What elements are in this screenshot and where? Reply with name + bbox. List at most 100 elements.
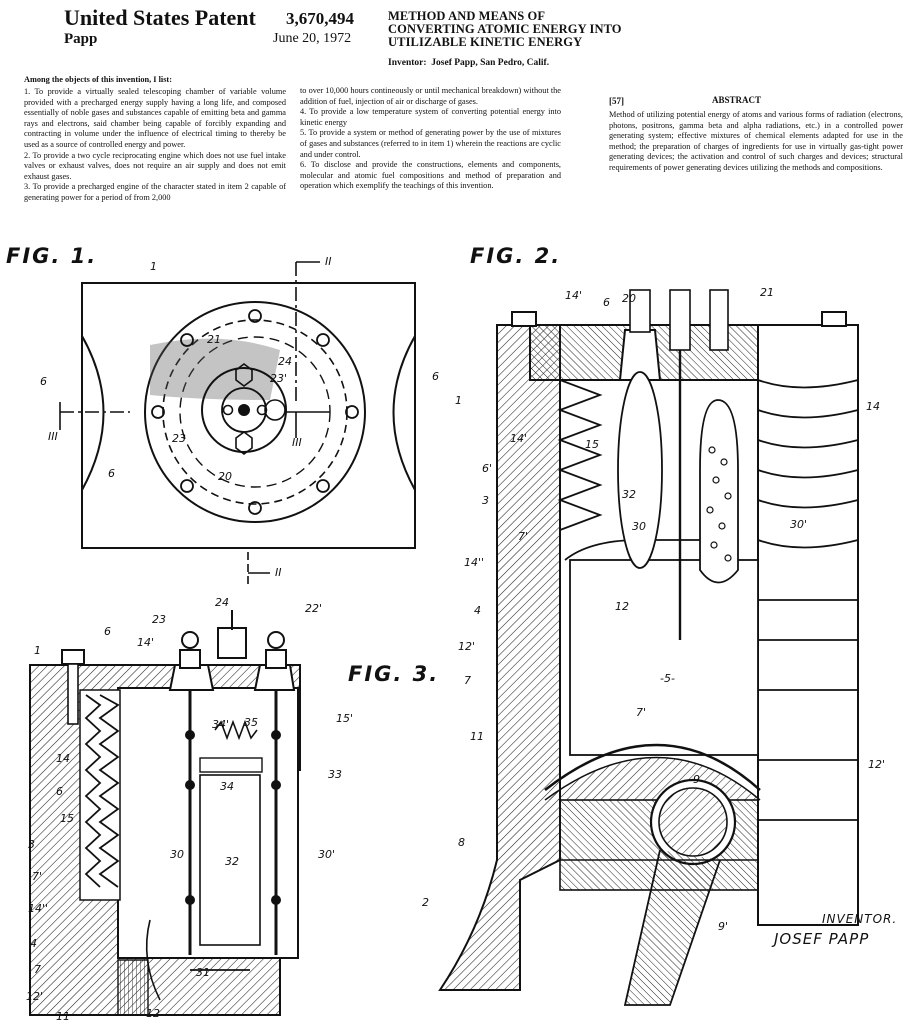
fig2-ref: 7 [464, 674, 471, 687]
fig3-ref: 22' [305, 602, 323, 615]
fig1-ref: 1 [150, 260, 157, 273]
figure-1-drawing [59, 261, 416, 585]
fig2-ref: 1 [455, 394, 462, 407]
object-item-4: 4. To provide a low temperature system o… [300, 107, 561, 127]
fig1-ref: 6 [432, 370, 439, 383]
fig2-ref: 14' [565, 289, 583, 302]
fig2-ref: 2 [422, 896, 429, 909]
fig3-ref: 35 [244, 716, 258, 729]
inventor-signature-label: INVENTOR. [822, 912, 898, 926]
fig3-ref: 3 [28, 838, 35, 851]
fig2-ref: 14' [510, 432, 528, 445]
fig3-ref: 15 [60, 812, 74, 825]
fig3-ref: 6 [56, 785, 63, 798]
fig1-ref: 23 [172, 432, 186, 445]
fig2-ref: 30' [790, 518, 808, 531]
fig2-ref: 9 [693, 773, 700, 786]
fig3-ref: 34' [212, 718, 230, 731]
fig2-outer-cylinder [757, 324, 859, 926]
fig3-ref: 30' [318, 848, 336, 861]
fig3-ref: 12 [146, 1007, 160, 1020]
fig3-ref: 30 [170, 848, 184, 861]
fig1-ref: 23' [270, 372, 288, 385]
fig2-ref: 12' [458, 640, 476, 653]
fig3-ref: 12' [26, 990, 44, 1003]
fig3-ref: 6 [104, 625, 111, 638]
fig3-ref: 33 [328, 768, 342, 781]
fig2-ref: 14 [866, 400, 880, 413]
inventor-name: Josef Papp, San Pedro, Calif. [431, 58, 550, 68]
patent-date: June 20, 1972 [273, 31, 352, 46]
fig2-ref: 32 [622, 488, 636, 501]
figure-2-title: FIG. 2. [470, 244, 562, 268]
title-line-1: METHOD AND MEANS OF [388, 9, 546, 23]
fig3-ref: 1 [34, 644, 41, 657]
fig1-bolt-holes [151, 309, 359, 515]
figure-3-drawing [29, 610, 301, 1016]
fig3-ref: 32 [225, 855, 239, 868]
document-title: United States Patent [64, 5, 256, 30]
fig1-ref: II [275, 566, 282, 579]
inventor-surname: Papp [64, 31, 98, 47]
fig3-ref: 7 [34, 963, 41, 976]
fig2-ref: 6 [603, 296, 610, 309]
invention-title: METHOD AND MEANS OF CONVERTING ATOMIC EN… [388, 10, 622, 49]
object-item-5: 5. To provide a system or method of gene… [300, 128, 561, 159]
fig2-ref: 11 [470, 730, 484, 743]
patent-number: 3,670,494 [286, 9, 354, 28]
inventor-signature-name: JOSEF PAPP [774, 930, 870, 948]
figure-2-drawing [438, 289, 859, 1006]
fig1-ref: 6 [108, 467, 115, 480]
fig3-ref: 14'' [28, 902, 49, 915]
objects-intro: Among the objects of this invention, I l… [24, 75, 172, 84]
fig1-ref: 24 [278, 355, 292, 368]
fig1-ref: III [48, 430, 58, 443]
object-item-2: 2. To provide a two cycle reciprocating … [24, 150, 286, 181]
figure-1-title: FIG. 1. [6, 244, 98, 268]
object-item-6: 6. To disclose and provide the construct… [300, 160, 561, 191]
fig3-ref: 11 [56, 1010, 70, 1023]
fig2-ref: 12' [868, 758, 886, 771]
inventor-label: Inventor: [388, 58, 427, 68]
fig2-ref: 7' [518, 530, 529, 543]
fig3-ref: 23 [152, 613, 166, 626]
fig2-ref: 21 [760, 286, 774, 299]
title-line-3: UTILIZABLE KINETIC ENERGY [388, 35, 583, 49]
fig1-ref: 6 [40, 375, 47, 388]
abstract-number: [57] [609, 96, 624, 106]
fig1-ref: 21 [207, 333, 221, 346]
fig3-ref: 31 [196, 966, 210, 979]
fig2-ref: 12 [615, 600, 629, 613]
abstract-text: Method of utilizing potential energy of … [609, 110, 903, 172]
fig1-flange-outer [144, 301, 366, 523]
fig1-ref: II [325, 255, 332, 268]
abstract-heading: ABSTRACT [712, 95, 762, 105]
object-item-3: 3. To provide a precharged engine of the… [24, 182, 286, 202]
fig3-ref: 34 [220, 780, 234, 793]
fig2-ref: 7' [636, 706, 647, 719]
fig2-cylinder-wall [438, 324, 561, 991]
fig2-ref: 3 [482, 494, 489, 507]
fig3-ref: 14 [56, 752, 70, 765]
fig2-ref: 20 [622, 292, 636, 305]
fig2-ref: 9' [718, 920, 729, 933]
fig1-chamber-dashed [162, 319, 348, 505]
fig1-ref: III [292, 436, 302, 449]
objects-column-2: to over 10,000 hours contineously or unt… [300, 86, 561, 192]
fig2-ref: 15 [585, 438, 599, 451]
fig2-ref: -5- [660, 672, 675, 685]
fig2-chamber-5 [569, 559, 759, 756]
fig2-ref: 30 [632, 520, 646, 533]
objects-column-1: 1. To provide a virtually sealed telesco… [24, 87, 286, 204]
fig2-ref: 8 [458, 836, 465, 849]
fig2-ref: 4 [474, 604, 481, 617]
fig1-base-plate [81, 282, 416, 549]
fig2-ref: 6' [482, 462, 493, 475]
object-item-1: 1. To provide a virtually sealed telesco… [24, 87, 286, 149]
fig3-ref: 24 [215, 596, 229, 609]
figure-3-title: FIG. 3. [348, 662, 440, 686]
title-line-2: CONVERTING ATOMIC ENERGY INTO [388, 22, 622, 36]
fig3-ref: 15' [336, 712, 354, 725]
fig3-ref: 7' [32, 870, 43, 883]
